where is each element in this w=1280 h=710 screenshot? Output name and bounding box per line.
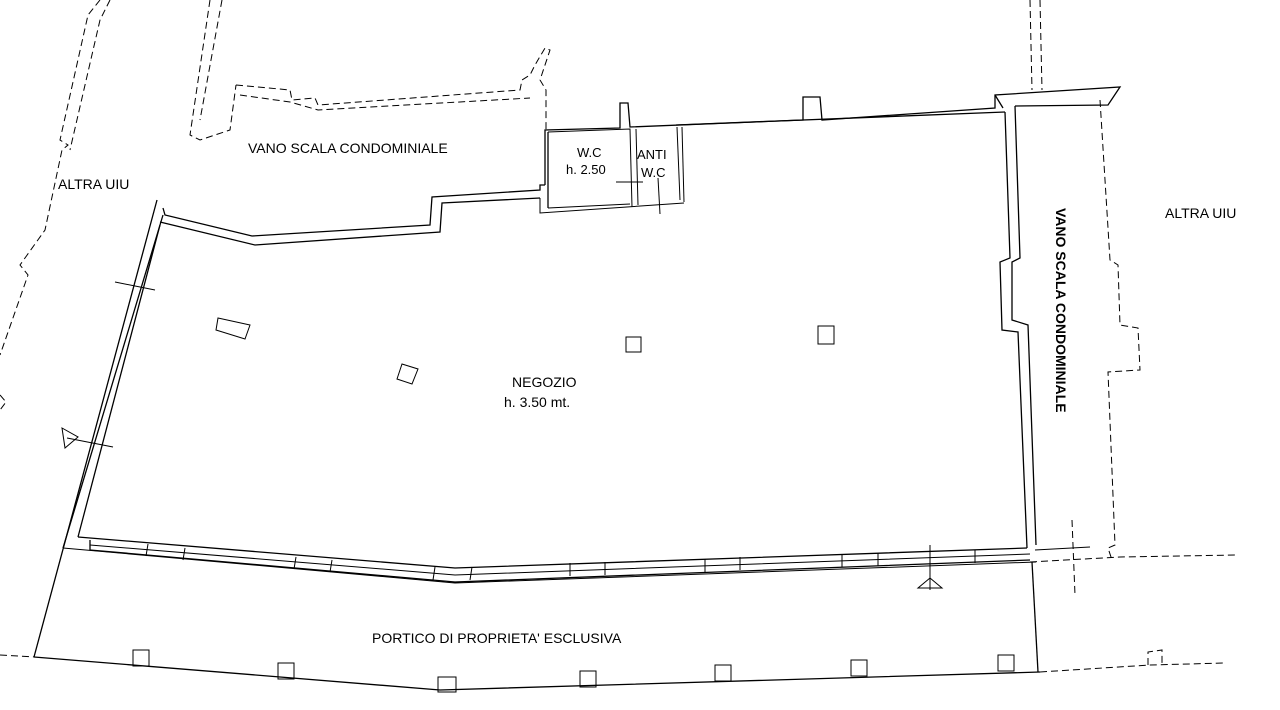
negozio-label: NEGOZIO (512, 374, 577, 390)
vano-scala-top-label: VANO SCALA CONDOMINIALE (248, 140, 448, 156)
wc-label: W.C (577, 145, 602, 160)
wc-height-label: h. 2.50 (566, 162, 606, 177)
walls (33, 86, 1122, 691)
negozio-height-label: h. 3.50 mt. (504, 394, 570, 410)
portico-label: PORTICO DI PROPRIETA' ESCLUSIVA (372, 630, 622, 646)
pillars (132, 317, 1015, 693)
anti-wc-label-line2: W.C (641, 165, 666, 180)
anti-wc-label-line1: ANTI (637, 147, 667, 162)
neighbour-boundaries (0, 0, 1236, 673)
vano-scala-right-label: VANO SCALA CONDOMINIALE (1053, 208, 1069, 413)
room-labels: ALTRA UIU ALTRA UIU VANO SCALA CONDOMINI… (58, 140, 1236, 646)
section-marks (61, 281, 1091, 590)
altra-uiu-right-label: ALTRA UIU (1165, 205, 1236, 221)
altra-uiu-left-label: ALTRA UIU (58, 176, 129, 192)
